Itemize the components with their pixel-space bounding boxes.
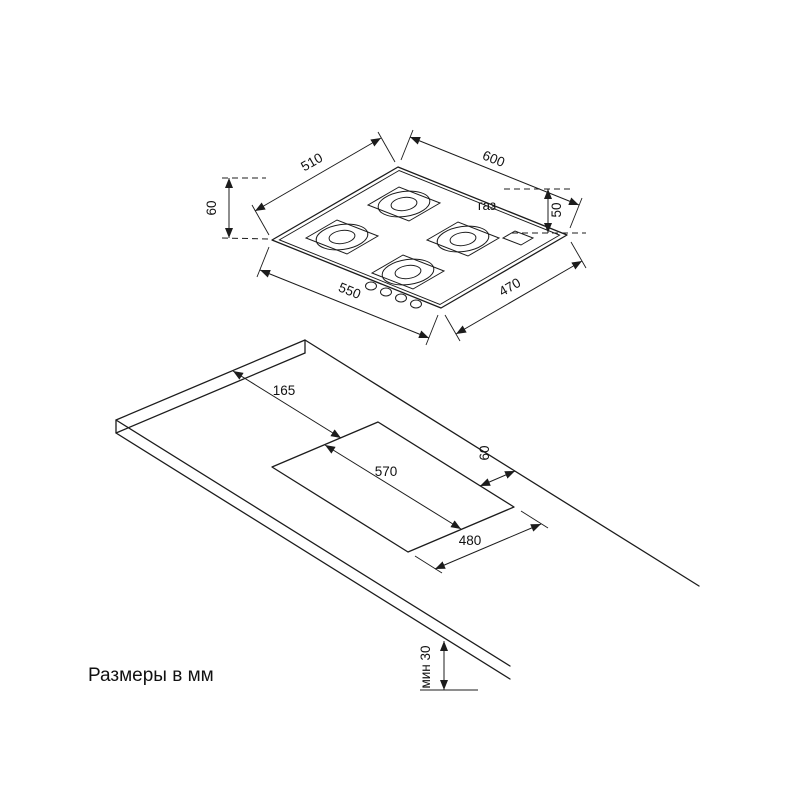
dim-510: 510 [251, 131, 396, 236]
dim-165: 165 [232, 370, 342, 439]
hob-top-view: 510 600 550 470 60 [204, 129, 587, 346]
control-knob [365, 281, 377, 291]
worktop-view: 165 570 60 480 мин 30 [115, 339, 700, 691]
dim-480: 480 [414, 510, 549, 574]
burner-left [304, 219, 380, 255]
cutout-width-570-label: 570 [375, 464, 398, 479]
gas-inlet [501, 230, 535, 246]
cutout-outline [271, 421, 515, 553]
hob-edge-550-label: 550 [336, 280, 363, 302]
dim-min-30: мин 30 [418, 641, 478, 691]
cutout-depth-480-label: 480 [459, 533, 482, 548]
burner-right [425, 221, 501, 257]
dim-60-rear: 60 [477, 445, 516, 487]
control-knob [410, 299, 422, 309]
hob-edge-510-label: 510 [298, 150, 325, 174]
control-knob [395, 293, 407, 303]
dim-570: 570 [324, 444, 462, 530]
dim-470: 470 [444, 241, 587, 342]
worktop-thickness [115, 352, 511, 680]
control-knob [380, 287, 392, 297]
worktop-surface [115, 339, 700, 667]
burner-top [366, 186, 442, 222]
min-clearance-label: мин 30 [418, 645, 433, 688]
front-offset-165-label: 165 [273, 383, 296, 398]
dim-60-left: 60 [204, 177, 271, 240]
hob-height-60-label: 60 [204, 200, 219, 215]
gas-height-50-label: 50 [549, 202, 564, 217]
caption: Размеры в мм [88, 665, 214, 686]
gas-label: газ [478, 198, 496, 213]
dim-50-gas: газ 50 [478, 188, 586, 234]
rear-offset-60-label: 60 [477, 445, 492, 460]
hob-edge-470-label: 470 [496, 275, 523, 299]
